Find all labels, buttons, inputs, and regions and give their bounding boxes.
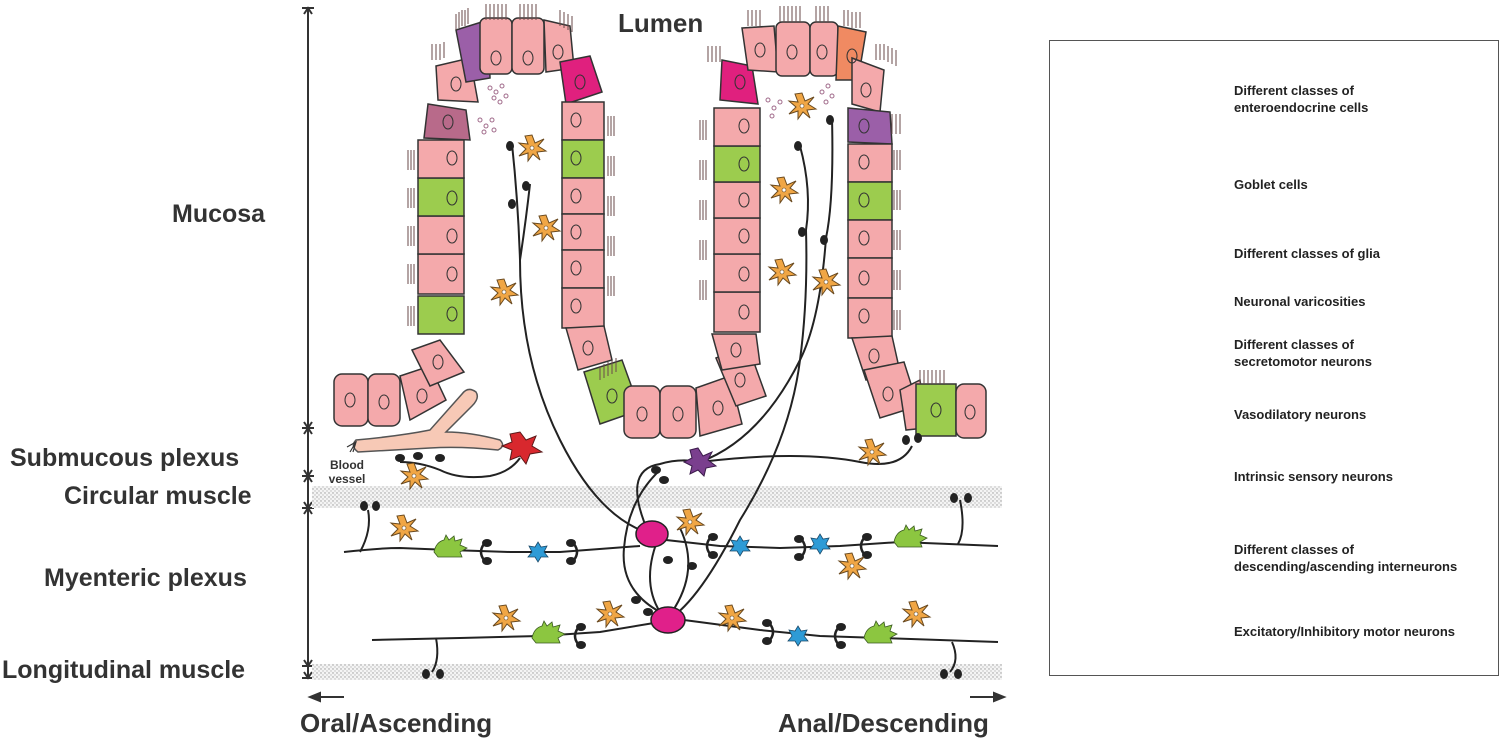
blood-vessel-label-line2: vessel [328,472,366,486]
anal-descending-label: Anal/Descending [778,708,989,738]
legend-varicosities-text: Neuronal varicosities [1234,294,1366,309]
left-villus-nuclei [344,44,594,410]
longitudinal-muscle-layer [312,664,1002,680]
circular-muscle-label: Circular muscle [64,482,252,510]
crypt-base [583,345,767,439]
legend-enteroendocrine-line1: Different classes of [1234,83,1354,98]
legend-enteroendocrine-text: Different classes of enteroendocrine cel… [1234,82,1368,116]
blood-vessel-pointer [346,440,357,453]
legend-vasodilatory-text: Vasodilatory neurons [1234,407,1367,422]
direction-arrows [307,691,1007,703]
layer-scale-bar [302,6,314,680]
secretomotor-neuron [682,447,718,477]
neuronal-varicosities [360,115,972,679]
crypt-nuclei [606,372,746,422]
microvilli [407,4,945,384]
legend-interneurons-text: Different classes of descending/ascendin… [1234,541,1457,575]
vasodilatory-neuron [500,431,544,466]
legend-interneurons-line1: Different classes of [1234,542,1354,557]
blood-vessel [352,388,504,453]
secretory-granules [477,83,835,135]
blood-vessel-label-line1: Blood [330,458,364,472]
right-villus [711,21,987,439]
mucosa-label: Mucosa [172,200,266,228]
legend-motor-text: Excitatory/Inhibitory motor neurons [1234,624,1456,639]
legend-enteroendocrine-line2: enteroendocrine cells [1234,100,1369,115]
intrinsic-sensory-neurons [635,520,686,634]
lumen-label: Lumen [618,8,704,38]
legend-secretomotor-text: Different classes of secretomotor neuron… [1234,336,1372,370]
left-villus [333,17,613,427]
legend-secretomotor-line2: secretomotor neurons [1234,354,1372,369]
circular-muscle-layer [312,486,1002,508]
legend-glia-text: Different classes of glia [1234,246,1380,261]
legend-sensory-text: Intrinsic sensory neurons [1234,469,1393,484]
legend-interneurons-line2: descending/ascending interneurons [1234,559,1458,574]
oral-ascending-label: Oral/Ascending [300,708,493,738]
legend-secretomotor-line1: Different classes of [1234,337,1354,352]
submucous-plexus-label: Submucous plexus [10,444,240,472]
legend-panel [1049,40,1499,676]
legend-goblet-text: Goblet cells [1234,177,1308,192]
neuron-fibers [343,117,999,673]
blood-vessel-label: Blood vessel [322,458,372,486]
myenteric-plexus-label: Myenteric plexus [44,564,247,592]
right-villus-nuclei [730,42,976,420]
longitudinal-muscle-label: Longitudinal muscle [2,656,246,684]
